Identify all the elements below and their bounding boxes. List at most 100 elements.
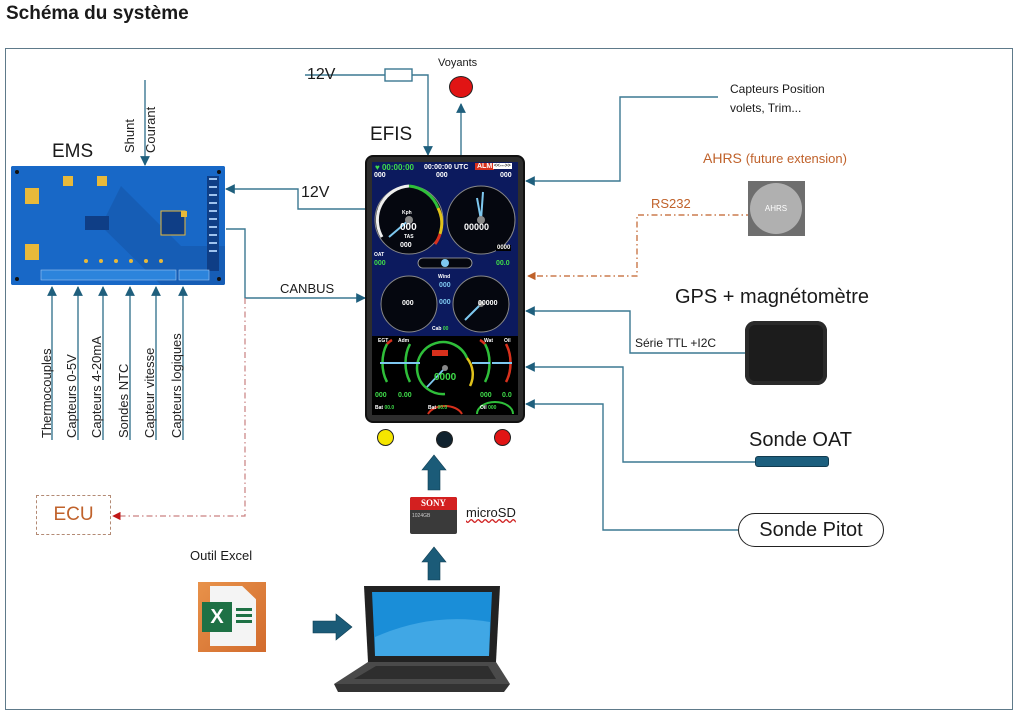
efis-device: ♥ 00:00:00 00:00:00 UTC ALM <<--->> 000 … [365, 155, 525, 423]
ems-input-sondes-ntc: Sondes NTC [116, 363, 131, 438]
ahrs-chip-label: AHRS [750, 183, 802, 234]
capteurs-position-label: Capteurs Position volets, Trim... [730, 80, 825, 118]
sonde-oat-label: Sonde OAT [749, 429, 853, 451]
efis-oil-label: Oil [504, 338, 511, 344]
efis-fl-value: 000 [500, 172, 512, 179]
efis-pvmo-value: 00000 [478, 300, 498, 307]
efis-cab-value: 00 [442, 326, 449, 332]
efis-adm-value: 0.00 [398, 392, 412, 399]
wire-ecu [112, 298, 246, 521]
efis-ias-value: 000 [400, 222, 417, 233]
wire-sonde-oat [525, 362, 755, 463]
efis-utc-label: UTC [453, 164, 469, 171]
excel-tool-label: Outil Excel [190, 548, 253, 563]
efis-utc-time: 00:00:00 [424, 164, 453, 171]
microsd-label: microSD [466, 505, 516, 520]
efis-tas-label: TAS [404, 234, 414, 240]
efis-cab-label: Cab [432, 326, 442, 332]
ecu-box: ECU [36, 495, 111, 535]
efis-oat-value: 000 [374, 260, 386, 267]
efis-bat-a-label: Bat [375, 405, 384, 411]
ahrs-module-image: AHRS [748, 181, 805, 236]
efis-timer: 00:00:00 [381, 163, 415, 172]
power-to-ems-label: 12V [301, 184, 330, 201]
efis-bat-v-value: 00.0 [437, 405, 448, 411]
efis-gauges [372, 184, 518, 415]
ahrs-title-text: AHRS [703, 150, 742, 166]
efis-oat-label: OAT [374, 252, 385, 258]
fuse-icon [384, 68, 413, 82]
wire-capteurs-position [525, 96, 718, 186]
efis-oil-temp-value: 000 [488, 405, 497, 411]
laptop-image [332, 582, 512, 698]
efis-tas-value: 000 [400, 242, 412, 249]
canbus-label: CANBUS [280, 281, 335, 296]
efis-nav-badge: <<--->> [493, 163, 512, 169]
sonde-pitot-box: Sonde Pitot [738, 513, 884, 547]
shunt-label: Shunt [122, 119, 137, 153]
efis-wind-speed: 000 [439, 299, 451, 306]
gps-label: GPS + magnétomètre [675, 286, 869, 308]
efis-oil-temp-label: Oil [480, 405, 487, 411]
ems-board-image [11, 166, 225, 285]
serial-ttl-label: Série TTL +I2C [635, 336, 717, 350]
efis-egt-label: EGT [378, 338, 389, 344]
efis-wat-label: Wat [484, 338, 493, 344]
ems-input-capteurs-logiques: Capteurs logiques [169, 333, 184, 438]
ems-input-capteurs-4-20ma: Capteurs 4-20mA [89, 336, 104, 438]
efis-hpa-value: 0000 [496, 245, 512, 251]
efis-roc-value: 000 [374, 172, 386, 179]
efis-wind-label: Wind [438, 274, 451, 280]
efis-g-value: 00.0 [496, 260, 510, 267]
arrow-sd-to-efis [421, 454, 447, 491]
capteurs-position-line1: Capteurs Position [730, 82, 825, 96]
microsd-card-image: SONY 1024GB [410, 497, 457, 534]
gps-module-image [745, 321, 827, 385]
efis-bat-a-value: 00.0 [384, 405, 395, 411]
wire-sonde-pitot [525, 399, 738, 531]
efis-adm-label: Adm [398, 338, 410, 344]
efis-screen: ♥ 00:00:00 00:00:00 UTC ALM <<--->> 000 … [372, 162, 518, 415]
page-title: Schéma du système [6, 3, 189, 24]
sd-capacity-label: 1024GB [412, 513, 431, 519]
excel-letter: X [202, 602, 232, 632]
efis-label: EFIS [370, 124, 413, 145]
efis-wat-value: 000 [480, 392, 492, 399]
efis-bat-v-label: Bat [428, 405, 437, 411]
efis-button-black[interactable] [436, 431, 453, 448]
efis-alarm-badge: ALM [475, 163, 495, 170]
ems-input-capteur-vitesse: Capteur vitesse [142, 347, 157, 438]
ahrs-title: AHRS (future extension) [703, 150, 847, 166]
courant-label: Courant [143, 106, 158, 153]
ems-input-thermocouples: Thermocouples [39, 348, 54, 438]
efis-speed-unit: Kph [402, 210, 412, 216]
wire-canbus [226, 228, 366, 303]
arrow-excel-to-laptop [312, 613, 353, 641]
rs232-label: RS232 [651, 196, 691, 211]
sonde-pitot-label: Sonde Pitot [759, 518, 863, 541]
efis-oil-value: 0.0 [502, 392, 512, 399]
ems-input-capteurs-0-5v: Capteurs 0-5V [64, 354, 79, 438]
efis-rpm-value: 0000 [434, 372, 457, 383]
wire-12v-ems [225, 184, 366, 210]
efis-wind-dir: 000 [439, 282, 451, 289]
ems-label: EMS [52, 141, 94, 162]
excel-icon: X [198, 582, 266, 652]
efis-egt-value: 000 [375, 392, 387, 399]
efis-button-red[interactable] [494, 429, 511, 446]
efis-button-yellow[interactable] [377, 429, 394, 446]
efis-gs-value: 000 [436, 172, 448, 179]
power-in-label: 12V [307, 66, 336, 83]
efis-alt-value: 00000 [464, 222, 490, 232]
ecu-label: ECU [53, 504, 94, 525]
sd-brand-label: SONY [410, 497, 457, 510]
voyant-indicator-light [449, 76, 473, 98]
arrow-laptop-to-sd [421, 546, 447, 581]
voyants-label: Voyants [438, 57, 478, 69]
efis-heading-value: 000 [402, 300, 414, 307]
wire-rs232 [527, 214, 752, 281]
wire-gps [525, 306, 750, 354]
ahrs-subtitle: (future extension) [745, 151, 847, 166]
capteurs-position-line2: volets, Trim... [730, 101, 802, 115]
